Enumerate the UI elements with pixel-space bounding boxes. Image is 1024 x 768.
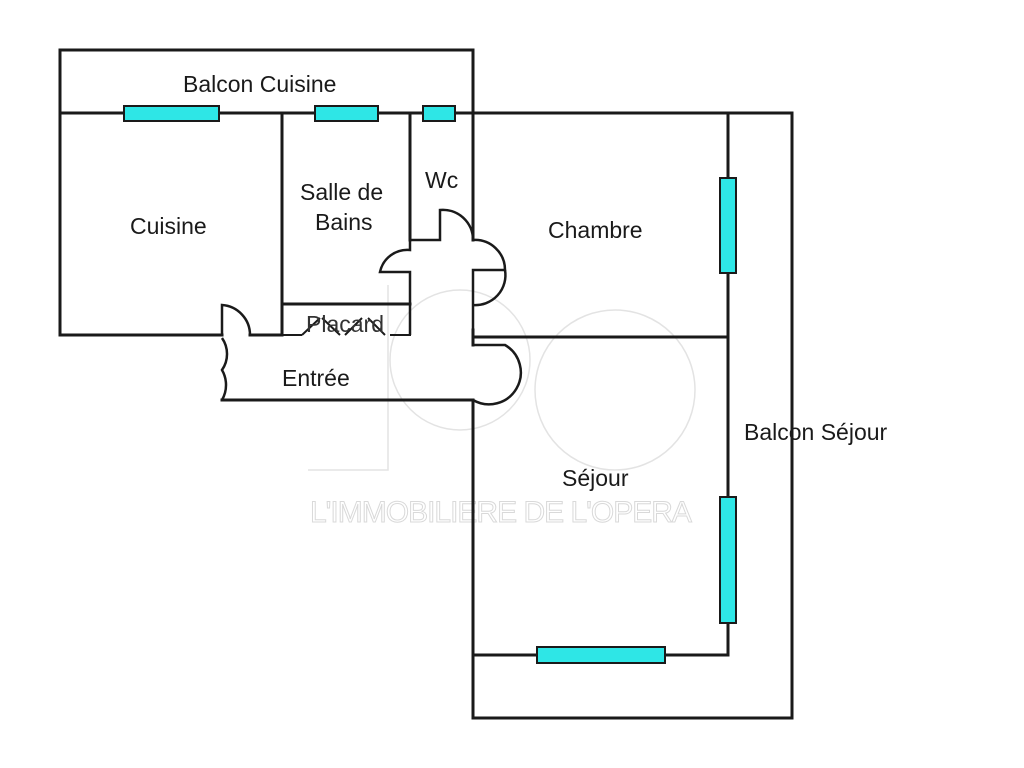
door-chambre	[471, 238, 507, 330]
wall-balcon-cuisine	[58, 48, 475, 115]
door-bath	[378, 240, 412, 335]
wall-cuisine	[58, 111, 224, 337]
window-wc	[422, 105, 456, 122]
watermark-text: L'IMMOBILIERE DE L'OPERA	[310, 496, 692, 529]
watermark-logo-l	[308, 285, 389, 471]
label-salle-de-bains-2: Bains	[315, 209, 373, 235]
door-entree-main	[220, 337, 229, 401]
doors	[220, 208, 523, 406]
label-chambre: Chambre	[548, 217, 643, 243]
wall-placard-bottom-right	[390, 304, 411, 336]
label-salle-de-bains-1: Salle de	[300, 179, 383, 205]
door-chambre-leaf	[472, 269, 507, 307]
watermark-logo-circle-2	[534, 309, 696, 471]
window-sejour-bottom	[536, 646, 666, 664]
watermark: L'IMMOBILIERE DE L'OPERA	[308, 285, 696, 530]
label-balcon-sejour: Balcon Séjour	[744, 419, 888, 445]
walls	[58, 48, 794, 720]
room-labels: Balcon Cuisine Cuisine Salle de Bains Wc…	[130, 71, 888, 491]
windows	[123, 105, 737, 664]
door-wc	[410, 208, 475, 242]
door-cuisine	[220, 303, 252, 336]
door-placard	[301, 317, 386, 336]
wall-balcon-sejour	[471, 111, 794, 720]
label-entree: Entrée	[282, 365, 350, 391]
window-chambre	[719, 177, 737, 274]
label-balcon-cuisine: Balcon Cuisine	[183, 71, 336, 97]
label-placard: Placard	[306, 311, 384, 337]
label-wc: Wc	[425, 167, 458, 193]
label-cuisine: Cuisine	[130, 213, 207, 239]
window-sejour-right	[719, 496, 737, 624]
label-sejour: Séjour	[562, 465, 629, 491]
door-sejour	[472, 343, 523, 406]
window-bath	[314, 105, 379, 122]
wall-cuisine-bath	[248, 111, 284, 337]
window-cuisine	[123, 105, 220, 122]
watermark-logo-circle-1	[389, 289, 531, 431]
